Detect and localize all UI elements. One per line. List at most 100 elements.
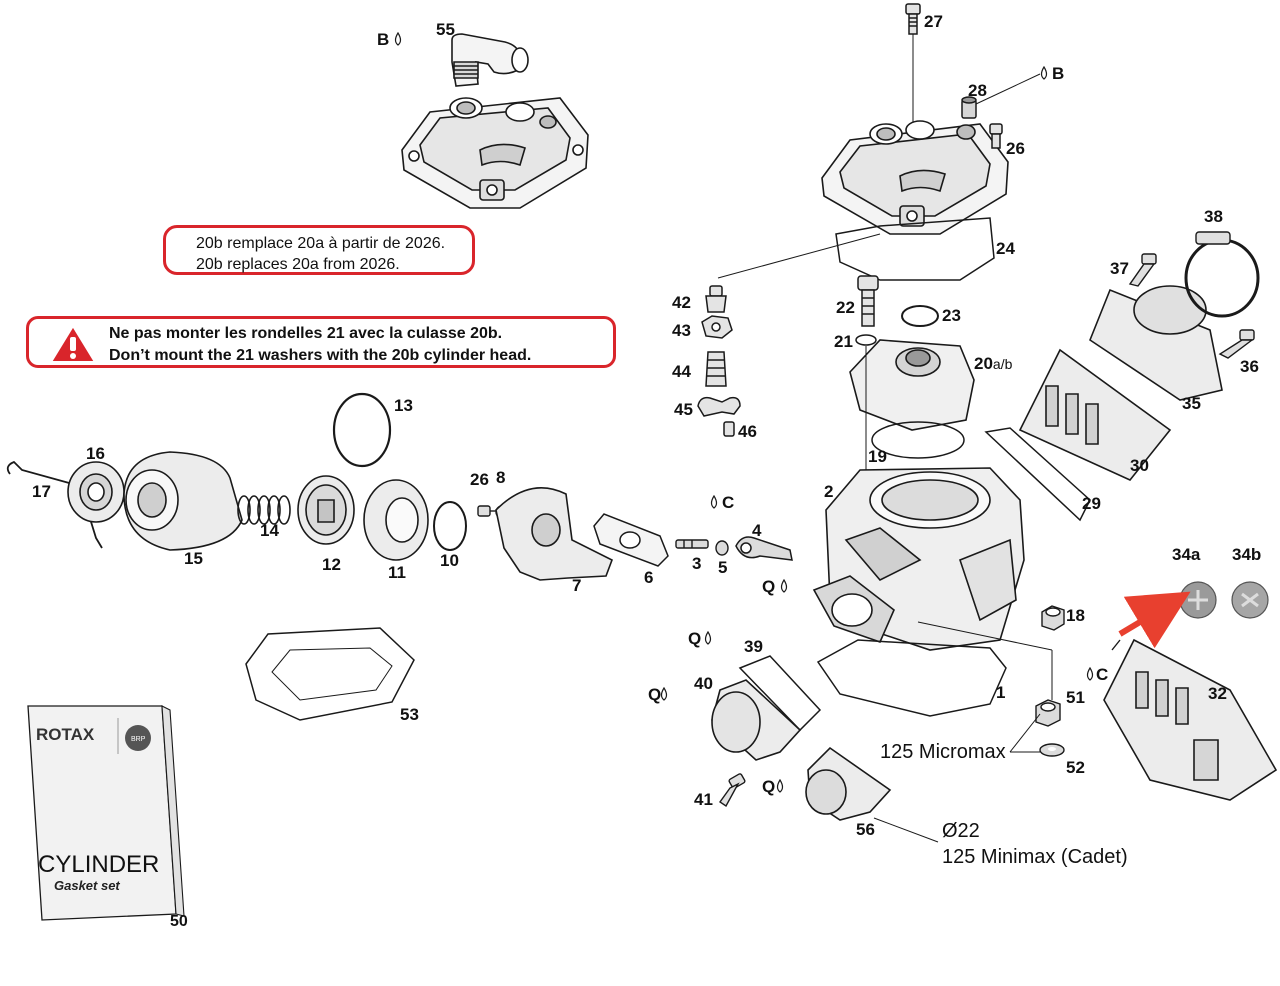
exhaust-socket-56 [806, 748, 890, 820]
label-34b: 34b [1232, 545, 1261, 564]
gasket-29 [984, 427, 1091, 522]
label-30: 30 [1130, 456, 1149, 475]
lube-letters: B B C C Q Q Q Q [377, 30, 1108, 796]
warning-note-washers: Ne pas monter les rondelles 21 avec la c… [26, 316, 616, 368]
label-8: 8 [496, 468, 505, 487]
screw-46 [724, 422, 734, 436]
label-21: 21 [834, 332, 853, 351]
label-36: 36 [1240, 357, 1259, 376]
base-gasket-1 [816, 639, 1007, 717]
cover-11 [364, 480, 428, 560]
socket-screw-41 [720, 773, 746, 806]
clamp-45 [698, 398, 740, 416]
label-43: 43 [672, 321, 691, 340]
label-19: 19 [868, 447, 887, 466]
label-15: 15 [184, 549, 203, 568]
label-24: 24 [996, 239, 1015, 258]
label-125-micromax: 125 Micromax [880, 741, 1006, 763]
cylinder-head-assembly-view [822, 121, 1008, 234]
label-26b: 26 [1006, 139, 1025, 158]
head-gasket-24 [835, 217, 995, 281]
cylinder-2 [814, 468, 1024, 650]
label-29: 29 [1082, 494, 1101, 513]
label-2: 2 [824, 482, 833, 501]
valve-housing-7 [496, 488, 612, 580]
gear-16 [68, 462, 124, 522]
label-14: 14 [260, 521, 279, 540]
note2-line-en: Don’t mount the 21 washers with the 20b … [109, 347, 532, 364]
booklet-subtitle: Gasket set [54, 878, 120, 893]
replacement-arrow [1118, 591, 1191, 649]
nut-43 [702, 316, 732, 338]
label-6: 6 [644, 568, 653, 587]
label-125-minimax-cadet: 125 Minimax (Cadet) [942, 846, 1128, 868]
gasket-set-booklet-50: ROTAX BRP CYLINDER Gasket set 50 [27, 705, 188, 930]
note-20b-replaces-20a: 20b remplace 20a à partir de 2026. 20b r… [163, 225, 475, 275]
bolt-22 [858, 276, 878, 326]
label-41: 41 [694, 790, 713, 809]
label-5: 5 [718, 558, 727, 577]
note2-line-fr: Ne pas monter les rondelles 21 avec la c… [109, 325, 503, 342]
label-37: 37 [1110, 259, 1129, 278]
label-56: 56 [856, 820, 875, 839]
label-23: 23 [942, 306, 961, 325]
label-26a: 26 [470, 470, 489, 489]
reed-block-32 [1104, 640, 1276, 800]
spring-14 [238, 496, 290, 524]
spring-clip-17 [6, 460, 103, 549]
label-51: 51 [1066, 688, 1085, 707]
reed-block-30 [1020, 350, 1170, 480]
screw-26-head [990, 124, 1002, 148]
label-52: 52 [1066, 758, 1085, 777]
cylinder-head-20ab [850, 340, 974, 430]
o-ring-13 [332, 392, 392, 468]
screw-26-left [478, 506, 504, 516]
label-55: 55 [436, 20, 455, 39]
note1-line-fr: 20b remplace 20a à partir de 2026. [196, 235, 446, 252]
gasket-19 [871, 421, 965, 459]
clamp-screw-38 [1196, 232, 1230, 244]
nut-51 [1036, 700, 1060, 726]
label-35: 35 [1182, 394, 1201, 413]
label-44: 44 [672, 362, 691, 381]
gasket-53 [245, 627, 415, 721]
stud-3 [676, 540, 708, 548]
lube-marks [394, 31, 1094, 793]
brp-logo-icon [125, 725, 151, 751]
o-ring-10 [433, 501, 467, 551]
label-3: 3 [692, 554, 701, 573]
label-40: 40 [694, 674, 713, 693]
label-46: 46 [738, 422, 757, 441]
label-17: 17 [32, 482, 51, 501]
lube-q-40: Q [648, 685, 661, 704]
booklet-logo-text: BRP [131, 736, 146, 743]
label-27: 27 [924, 12, 943, 31]
sleeve-28 [962, 97, 976, 118]
booklet-title: CYLINDER [38, 851, 159, 878]
label-38: 38 [1204, 207, 1223, 226]
label-11: 11 [388, 563, 406, 582]
label-32: 32 [1208, 684, 1227, 703]
nut-18 [1042, 606, 1064, 630]
o-ring-23 [901, 305, 939, 327]
warning-triangle-icon [50, 325, 96, 363]
label-34a: 34a [1172, 545, 1201, 564]
gasket-6 [594, 514, 668, 566]
label-22: 22 [836, 298, 855, 317]
label-42: 42 [672, 293, 691, 312]
label-10: 10 [440, 551, 459, 570]
note1-line-en: 20b replaces 20a from 2026. [196, 256, 400, 273]
exhaust-gasket-39 [738, 655, 822, 732]
label-12: 12 [322, 555, 341, 574]
label-diameter-22: Ø22 [942, 820, 980, 842]
screw-37 [1130, 254, 1156, 286]
valve-42 [706, 286, 726, 312]
label-4: 4 [752, 521, 762, 540]
label-53: 53 [400, 705, 419, 724]
lube-q-cylinder: Q [762, 577, 775, 596]
bolt-27 [906, 4, 920, 34]
lube-c-left: C [722, 493, 734, 512]
part-number-labels: 1 2 3 4 5 6 7 8 10 11 12 13 14 15 16 17 … [32, 12, 1261, 839]
label-20ab: 20a/b [974, 354, 1013, 373]
